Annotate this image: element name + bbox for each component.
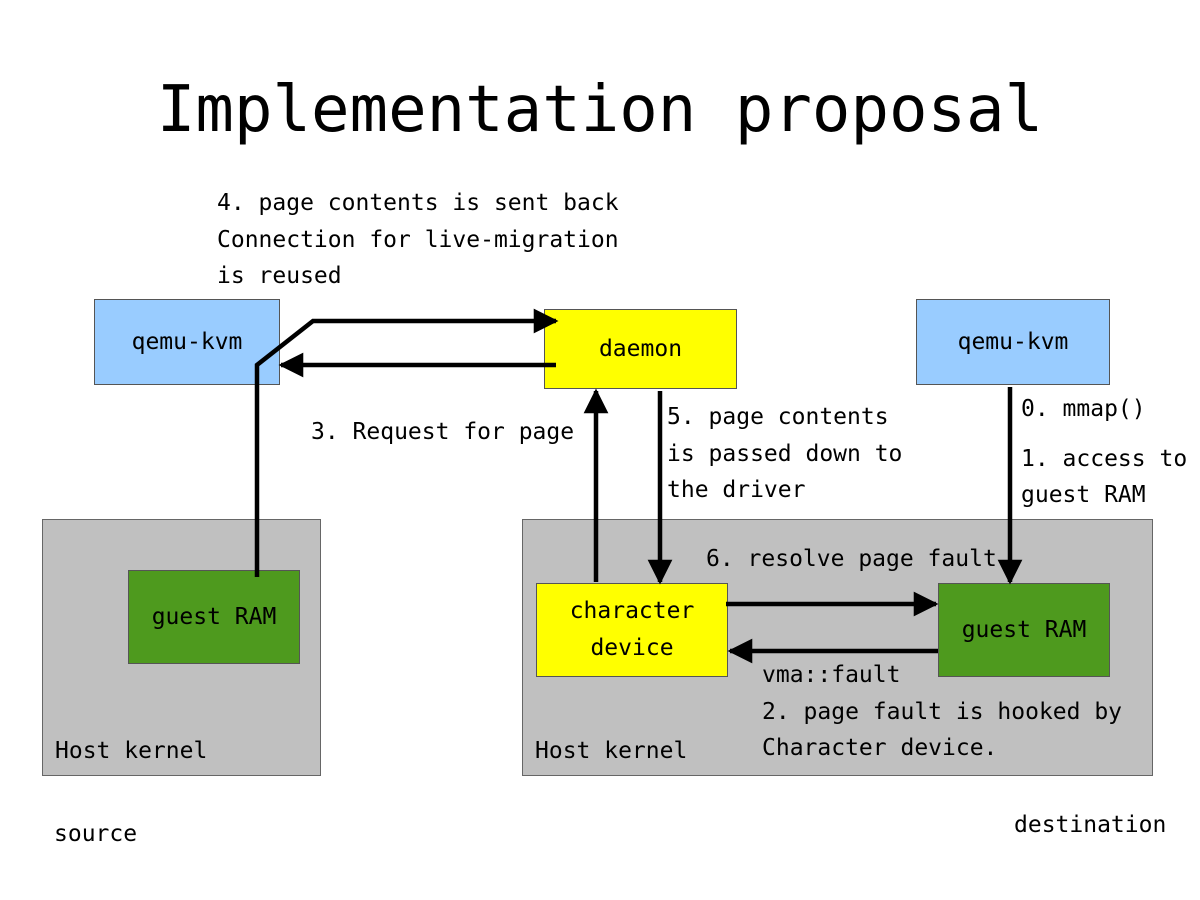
character-device-label-line-1: character bbox=[569, 598, 695, 625]
destination-qemu-kvm-box: qemu-kvm bbox=[916, 299, 1110, 385]
destination-qemu-kvm-label: qemu-kvm bbox=[957, 328, 1069, 355]
step-4-line-1: 4. page contents is sent back bbox=[217, 190, 619, 216]
destination-host-kernel-label: Host kernel bbox=[535, 738, 688, 764]
source-guest-ram-label: guest RAM bbox=[151, 603, 277, 630]
character-device-label-line-2: device bbox=[590, 635, 674, 661]
destination-guest-ram-label: guest RAM bbox=[961, 616, 1087, 643]
step-1-line-1: 1. access to bbox=[1021, 446, 1188, 472]
step-2-line-1: vma::fault bbox=[762, 662, 901, 688]
step-6-label: 6. resolve page fault bbox=[706, 546, 997, 572]
step-3-label: 3. Request for page bbox=[311, 419, 575, 445]
step-5-line-3: the driver bbox=[667, 477, 806, 503]
daemon-box: daemon bbox=[544, 309, 737, 389]
step-0-label: 0. mmap() bbox=[1021, 396, 1146, 422]
page-title: Implementation proposal bbox=[156, 73, 1044, 147]
step-4-line-3: is reused bbox=[217, 263, 342, 289]
destination-label: destination bbox=[1014, 812, 1167, 838]
step-5-line-2: is passed down to bbox=[667, 441, 903, 467]
step-2-line-2: 2. page fault is hooked by bbox=[762, 699, 1123, 725]
character-device-box: character device bbox=[536, 583, 728, 677]
step-1-line-2: guest RAM bbox=[1021, 482, 1146, 508]
source-host-kernel-label: Host kernel bbox=[55, 738, 208, 764]
destination-guest-ram-box: guest RAM bbox=[938, 583, 1110, 677]
step-5-line-1: 5. page contents bbox=[667, 404, 889, 430]
step-2-line-3: Character device. bbox=[762, 735, 998, 761]
source-guest-ram-box: guest RAM bbox=[128, 570, 300, 664]
source-label: source bbox=[54, 821, 138, 847]
source-qemu-kvm-label: qemu-kvm bbox=[131, 328, 243, 355]
daemon-label: daemon bbox=[598, 335, 683, 362]
step-4-line-2: Connection for live-migration bbox=[217, 227, 619, 253]
source-qemu-kvm-box: qemu-kvm bbox=[94, 299, 280, 385]
arrow-source-ram-to-daemon bbox=[254, 308, 559, 577]
